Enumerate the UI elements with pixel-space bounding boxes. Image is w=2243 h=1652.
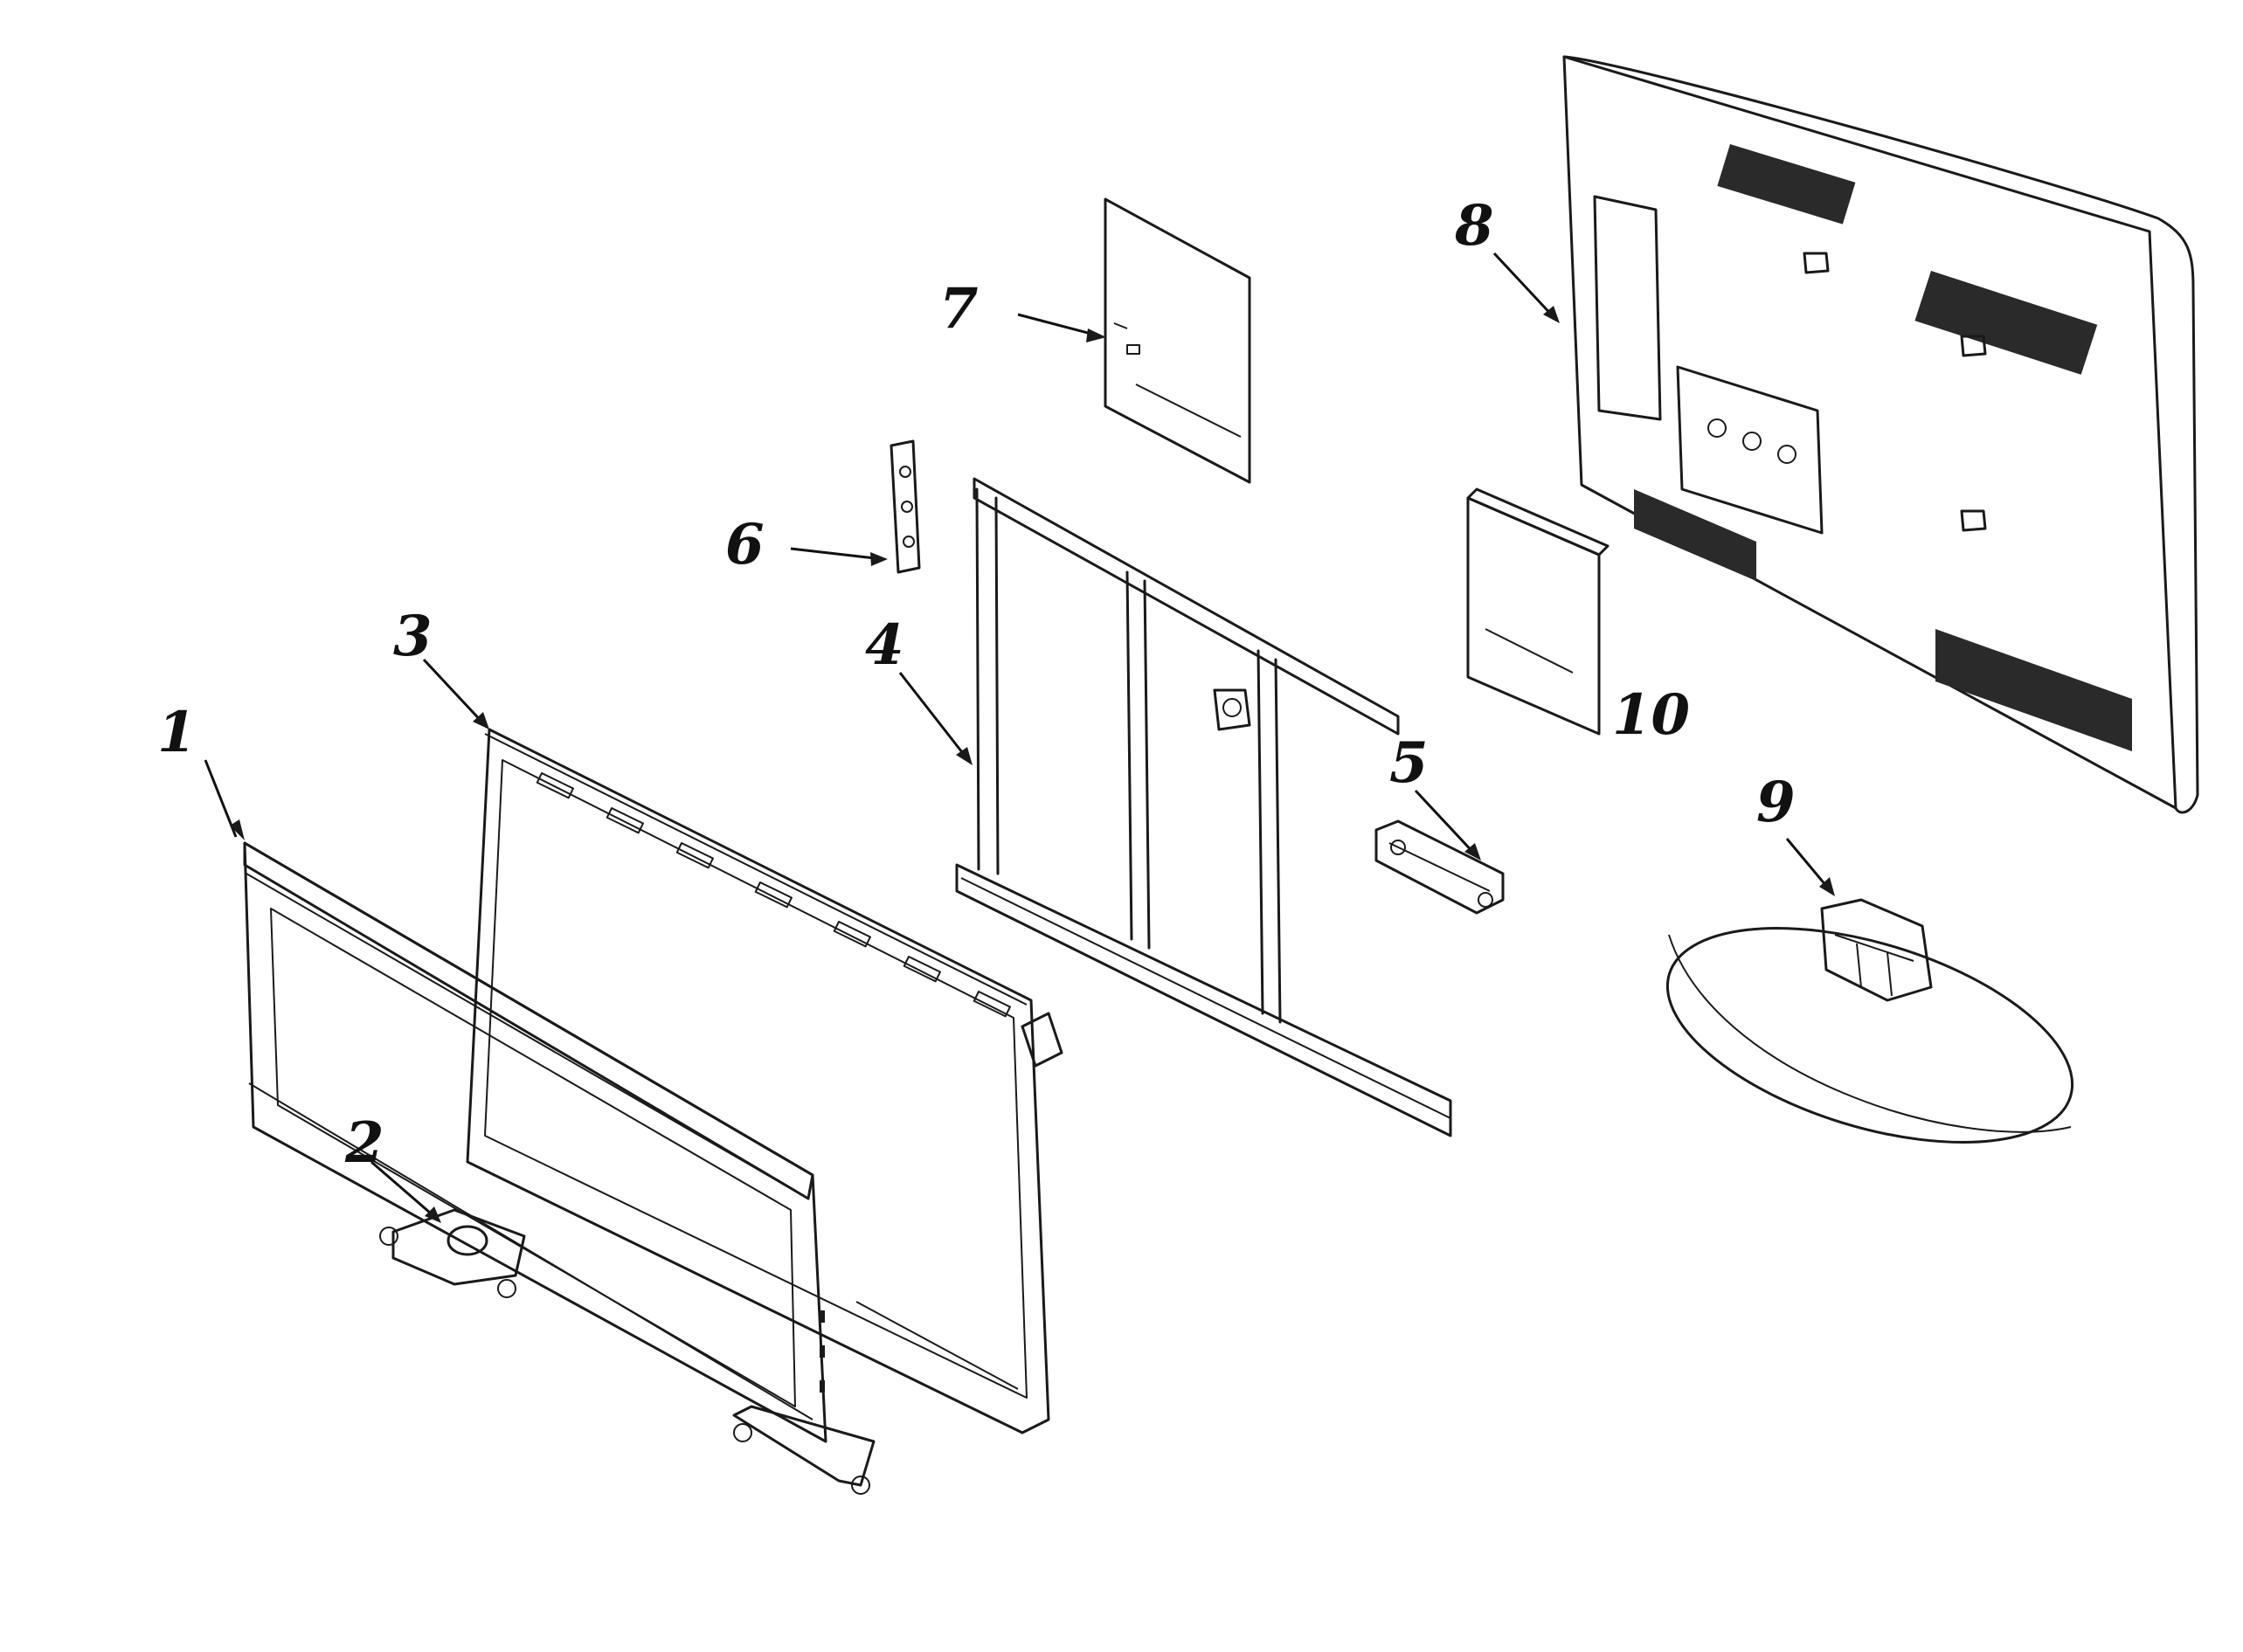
part-6-side-board [890, 439, 921, 574]
callout-5: 5 [1389, 730, 1429, 796]
callout-10: 10 [1612, 682, 1690, 748]
callout-labels: 1 2 3 4 5 6 7 8 9 10 [157, 193, 1796, 1176]
callout-4: 4 [865, 612, 904, 678]
part-1-front-bezel [243, 841, 876, 1495]
part-10-power-board [1466, 487, 1610, 736]
callout-2: 2 [344, 1110, 384, 1176]
callout-3: 3 [393, 604, 433, 669]
part-2-speaker [379, 1208, 526, 1298]
part-3-lcd-panel [466, 728, 1063, 1434]
callout-8: 8 [1454, 193, 1494, 259]
part-4-chassis-bracket [955, 477, 1452, 1137]
callout-6: 6 [725, 512, 765, 577]
callout-9: 9 [1756, 770, 1796, 835]
callout-1: 1 [157, 700, 197, 765]
leader-lines [204, 252, 1835, 1223]
part-5-small-bracket [1374, 819, 1505, 915]
part-9-stand [1665, 898, 2074, 1144]
callout-7: 7 [939, 276, 979, 342]
part-8-rear-cover [1562, 55, 2199, 814]
part-7-main-board [1104, 197, 1251, 484]
